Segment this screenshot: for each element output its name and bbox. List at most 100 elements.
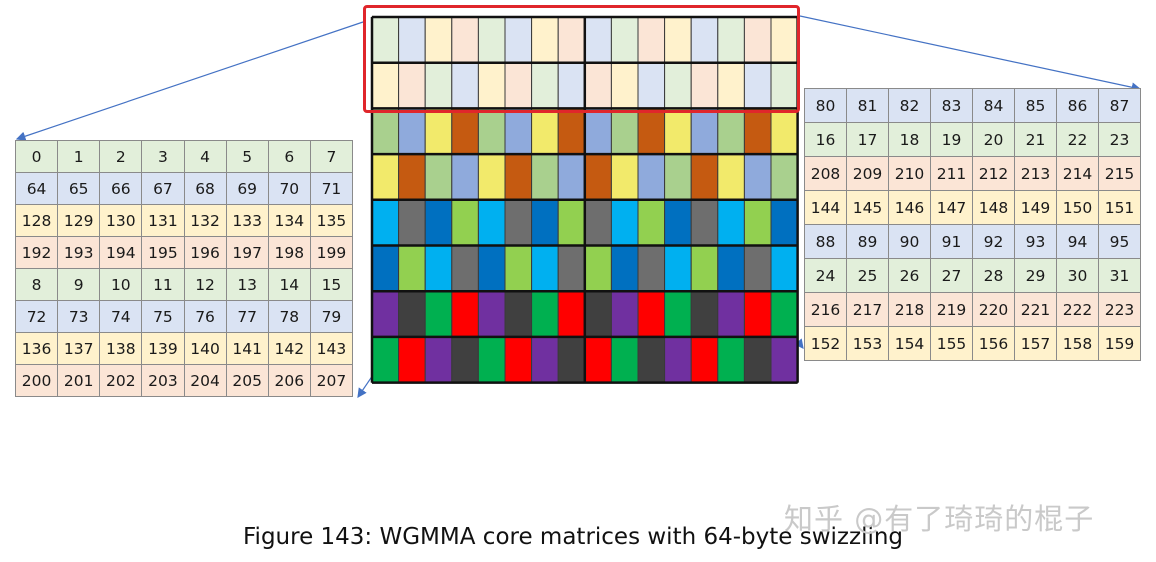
grid-cell [557,153,586,201]
grid-cell [557,245,586,292]
grid-cell [371,336,400,384]
table-cell: 131 [141,204,185,237]
arrow-to-right-table-top [799,15,1142,92]
table-cell: 196 [183,236,227,269]
grid-cell [743,199,772,247]
table-cell: 192 [14,236,59,269]
table-cell: 144 [804,190,847,225]
grid-cell [371,153,400,201]
table-cell: 134 [267,204,311,237]
grid-cell [584,199,612,247]
table-cell: 143 [309,332,354,365]
grid-cell [637,245,666,292]
grid-cell [371,107,400,155]
table-cell: 217 [846,292,889,327]
table-cell: 150 [1056,190,1099,225]
table-cell: 215 [1098,156,1141,191]
grid-cell [424,153,453,201]
table-cell: 149 [1014,190,1057,225]
grid-cell [557,336,586,384]
table-cell: 64 [14,172,59,205]
table-cell: 197 [225,236,269,269]
table-cell: 87 [1098,88,1141,123]
table-cell: 24 [804,258,847,293]
grid-cell [690,290,719,338]
table-cell: 66 [99,172,143,205]
table-cell: 29 [1014,258,1057,293]
table-cell: 21 [1014,122,1057,157]
grid-cell [424,336,453,384]
table-cell: 18 [888,122,931,157]
table-cell: 139 [141,332,185,365]
grid-cell [770,153,799,201]
grid-cell [717,107,745,155]
grid-cell [451,290,479,338]
grid-cell [398,199,426,247]
grid-cell [557,290,586,338]
grid-cell [584,153,612,201]
grid-cell [717,290,745,338]
table-cell: 79 [309,300,354,333]
grid-cell [637,336,666,384]
grid-cell [371,199,400,247]
table-cell: 129 [57,204,101,237]
grid-cell [531,153,559,201]
grid-cell [743,245,772,292]
table-cell: 82 [888,88,931,123]
grid-cell [717,245,745,292]
table-cell: 92 [972,224,1015,259]
grid-cell [477,290,506,338]
table-cell: 152 [804,326,847,361]
table-cell: 133 [225,204,269,237]
grid-cell [610,107,639,155]
grid-cell [743,153,772,201]
grid-cell [504,290,533,338]
grid-cell [531,199,559,247]
grid-cell [424,107,453,155]
table-cell: 132 [183,204,227,237]
grid-cell [743,336,772,384]
grid-cell [371,290,400,338]
table-cell: 205 [225,364,269,397]
table-cell: 13 [225,268,269,301]
grid-cell [557,107,586,155]
grid-cell [557,62,586,109]
table-cell: 84 [972,88,1015,123]
grid-cell [398,62,426,109]
table-cell: 19 [930,122,973,157]
table-cell: 89 [846,224,889,259]
grid-cell [531,290,559,338]
grid-cell [690,199,719,247]
table-cell: 1 [57,140,101,173]
table-cell: 141 [225,332,269,365]
grid-cell [717,336,745,384]
grid-cell [743,290,772,338]
table-cell: 153 [846,326,889,361]
watermark: 知乎 @有了琦琦的棍子 [784,502,1095,536]
grid-cell [690,153,719,201]
table-cell: 200 [14,364,59,397]
table-cell: 76 [183,300,227,333]
table-cell: 154 [888,326,931,361]
table-cell: 155 [930,326,973,361]
grid-cell [584,245,612,292]
table-cell: 137 [57,332,101,365]
grid-cell [637,16,666,64]
table-cell: 15 [309,268,354,301]
grid-cell [610,290,639,338]
grid-cell [398,245,426,292]
grid-cell [371,245,400,292]
grid-cell [398,153,426,201]
table-cell: 28 [972,258,1015,293]
table-cell: 69 [225,172,269,205]
table-cell: 148 [972,190,1015,225]
grid-cell [690,245,719,292]
grid-cell [717,199,745,247]
table-cell: 91 [930,224,973,259]
grid-cell [690,107,719,155]
table-cell: 204 [183,364,227,397]
